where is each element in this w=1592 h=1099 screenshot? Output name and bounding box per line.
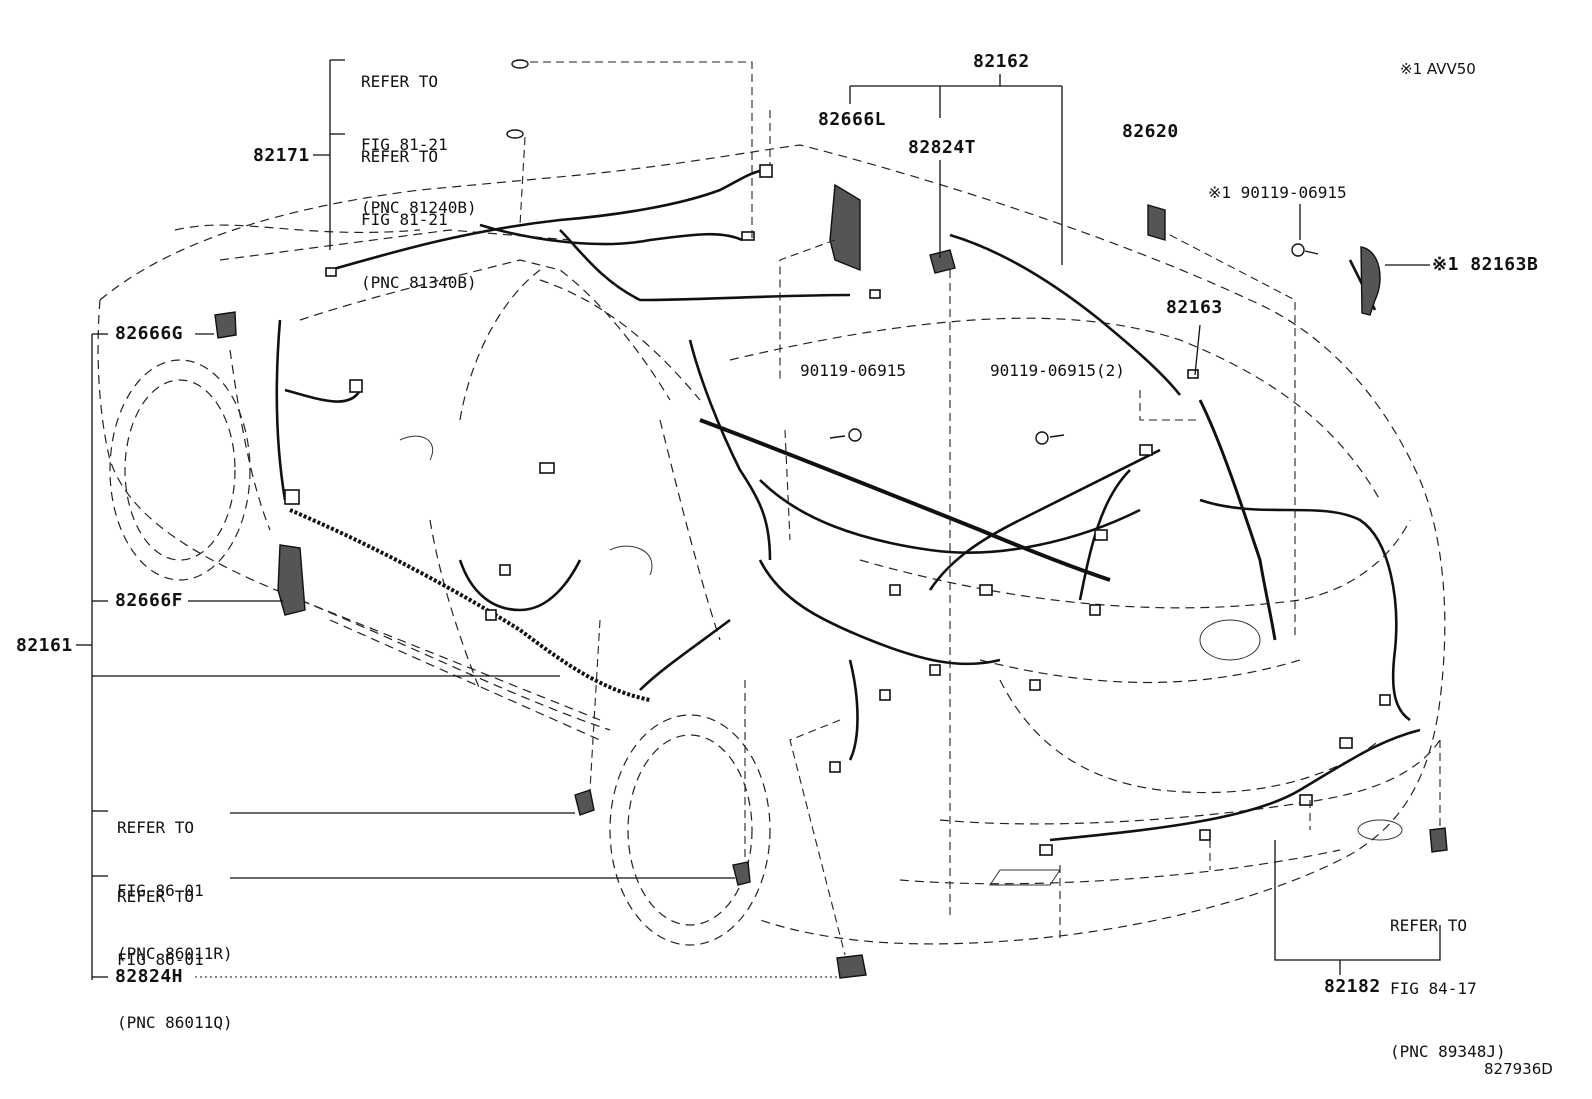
bolts [506, 59, 1319, 445]
part-label-82620: 82620 [1122, 121, 1179, 142]
bolt-label-mid: 90119-06915(2) [990, 361, 1125, 380]
part-label-82162: 82162 [973, 51, 1030, 72]
part-label-82824H: 82824H [115, 966, 184, 987]
part-label-82161: 82161 [16, 635, 73, 656]
part-label-82171: 82171 [253, 145, 310, 166]
part-label-82163B: ※1 82163B [1432, 254, 1539, 275]
figure-id: 827936D [1484, 1060, 1553, 1078]
part-label-82666F: 82666F [115, 590, 184, 611]
part-label-82666L: 82666L [818, 109, 887, 130]
reference-note-81340B: REFER TO FIG 81-21 (PNC 81340B) [361, 147, 477, 292]
bolt-label-right: ※1 90119-06915 [1208, 183, 1347, 202]
harness-wires [275, 168, 1421, 842]
variant-note: ※1 AVV50 [1400, 60, 1476, 78]
leader-lines [76, 59, 1441, 980]
part-label-82182: 82182 [1324, 976, 1381, 997]
reference-note-81240B: REFER TO FIG 81-21 (PNC 81240B) [361, 72, 477, 217]
parts-blocks [214, 183, 1448, 979]
harness-connectors [284, 164, 1391, 856]
vehicle-body-outline [97, 144, 1446, 946]
bolt-label-left: 90119-06915 [800, 361, 906, 380]
part-label-82824T: 82824T [908, 137, 977, 158]
reference-note-86011Q: REFER TO FIG 86-01 (PNC 86011Q) [117, 887, 233, 1032]
vehicle-body-solid [399, 435, 1403, 886]
reference-note-86011R: REFER TO FIG 86-01 (PNC 86011R) [117, 818, 233, 963]
guide-lines [519, 61, 1441, 956]
part-label-82163: 82163 [1166, 297, 1223, 318]
reference-note-89348J: REFER TO FIG 84-17 (PNC 89348J) [1390, 916, 1506, 1061]
part-label-82666G: 82666G [115, 323, 184, 344]
